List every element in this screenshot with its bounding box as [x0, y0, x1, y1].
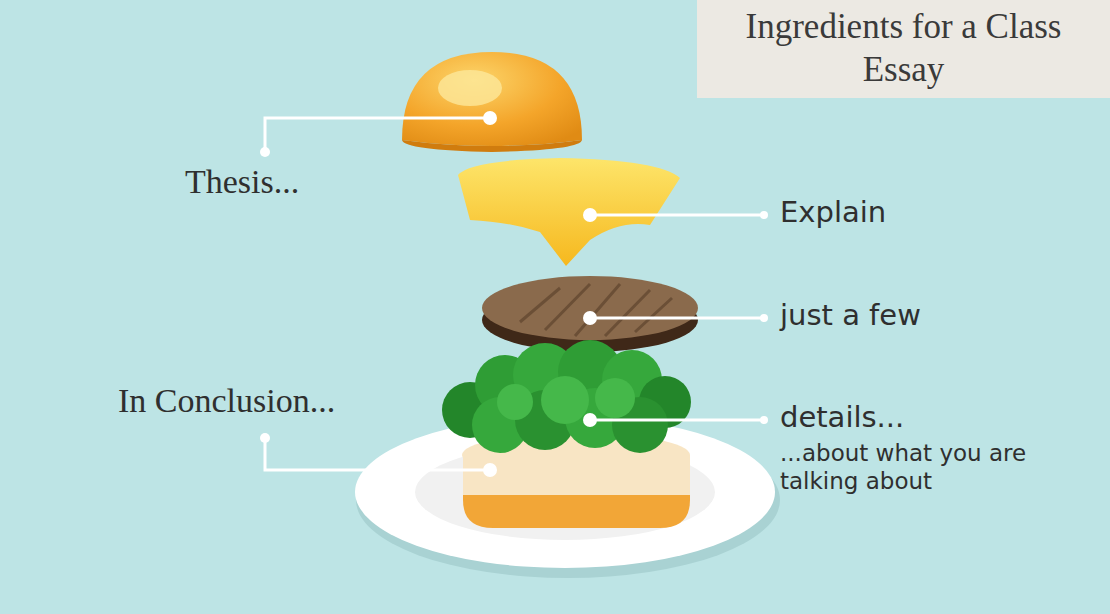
title-text: Ingredients for a Class Essay: [739, 6, 1069, 91]
conclusion-label: In Conclusion...: [118, 382, 335, 420]
leader-lines: [265, 118, 762, 470]
explain-label: Explain: [780, 195, 886, 229]
bun-highlight: [438, 70, 502, 106]
cheese-slice: [458, 158, 680, 266]
bottom-bun-crumb: [463, 455, 690, 495]
patty-top: [482, 276, 698, 340]
title-box: Ingredients for a Class Essay: [697, 0, 1110, 98]
few-label: just a few: [780, 298, 921, 332]
plate-center: [415, 444, 715, 540]
top-bun-rim: [402, 140, 582, 152]
details-label: details...: [780, 400, 904, 434]
lettuce: [442, 340, 691, 453]
top-bun: [402, 52, 582, 146]
thesis-label: Thesis...: [185, 163, 299, 201]
note-label: ...about what you are talking about: [780, 440, 1080, 495]
leader-dots: [260, 111, 768, 477]
grill-marks: [520, 284, 672, 336]
bottom-bun: [463, 455, 690, 528]
